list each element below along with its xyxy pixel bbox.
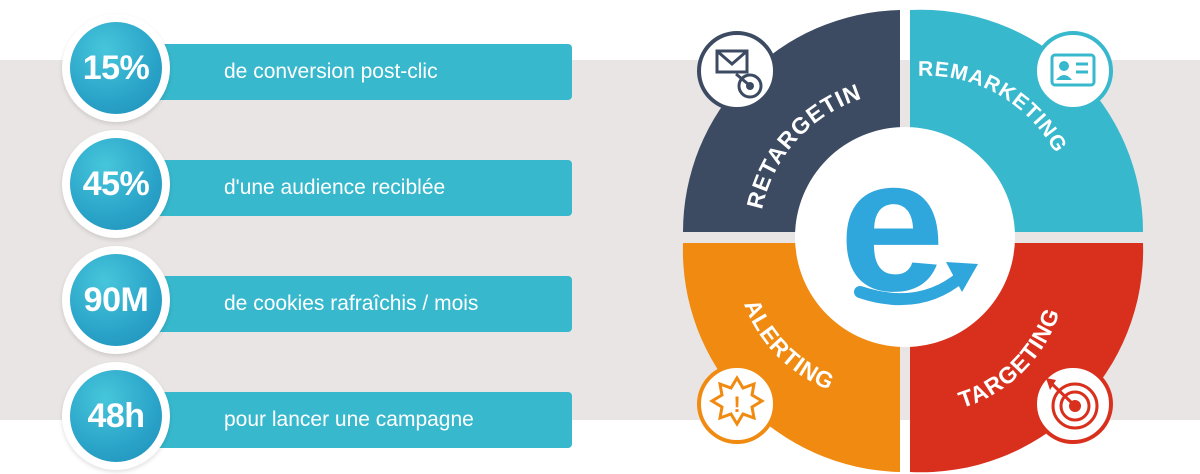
stat-label: d'une audience reciblée bbox=[224, 176, 446, 199]
stat-conversion: de conversion post-clic 15% bbox=[62, 14, 572, 122]
stat-circle: 45% bbox=[62, 130, 170, 238]
stat-label: de conversion post-clic bbox=[224, 60, 438, 83]
stat-bar bbox=[122, 160, 572, 216]
bullseye-icon bbox=[1033, 364, 1113, 444]
email-target-icon bbox=[697, 31, 777, 111]
stat-bar bbox=[122, 44, 572, 100]
arrow-head-icon bbox=[946, 262, 978, 292]
stat-campaign: pour lancer une campagne 48h bbox=[62, 362, 572, 470]
stat-label: de cookies rafraîchis / mois bbox=[224, 292, 479, 315]
stat-circle: 90M bbox=[62, 246, 170, 354]
stat-circle: 48h bbox=[62, 362, 170, 470]
stat-value: 90M bbox=[70, 254, 162, 346]
stat-audience: d'une audience reciblée 45% bbox=[62, 130, 572, 238]
alert-badge-icon: ! bbox=[697, 364, 777, 444]
stat-value: 48h bbox=[70, 370, 162, 462]
svg-text:!: ! bbox=[733, 392, 740, 417]
stat-bar bbox=[122, 392, 572, 448]
stat-circle: 15% bbox=[62, 14, 170, 122]
stat-value: 45% bbox=[70, 138, 162, 230]
marketing-wheel: e RETARGETING REMARKETING ALERTING TARGE… bbox=[660, 0, 1144, 473]
stat-value: 15% bbox=[70, 22, 162, 114]
stat-label: pour lancer une campagne bbox=[224, 408, 474, 431]
logo-arrow bbox=[854, 270, 968, 306]
center-hub bbox=[795, 127, 1015, 347]
contact-card-icon bbox=[1033, 31, 1113, 111]
stat-cookies: de cookies rafraîchis / mois 90M bbox=[62, 246, 572, 354]
stat-bar bbox=[122, 276, 572, 332]
